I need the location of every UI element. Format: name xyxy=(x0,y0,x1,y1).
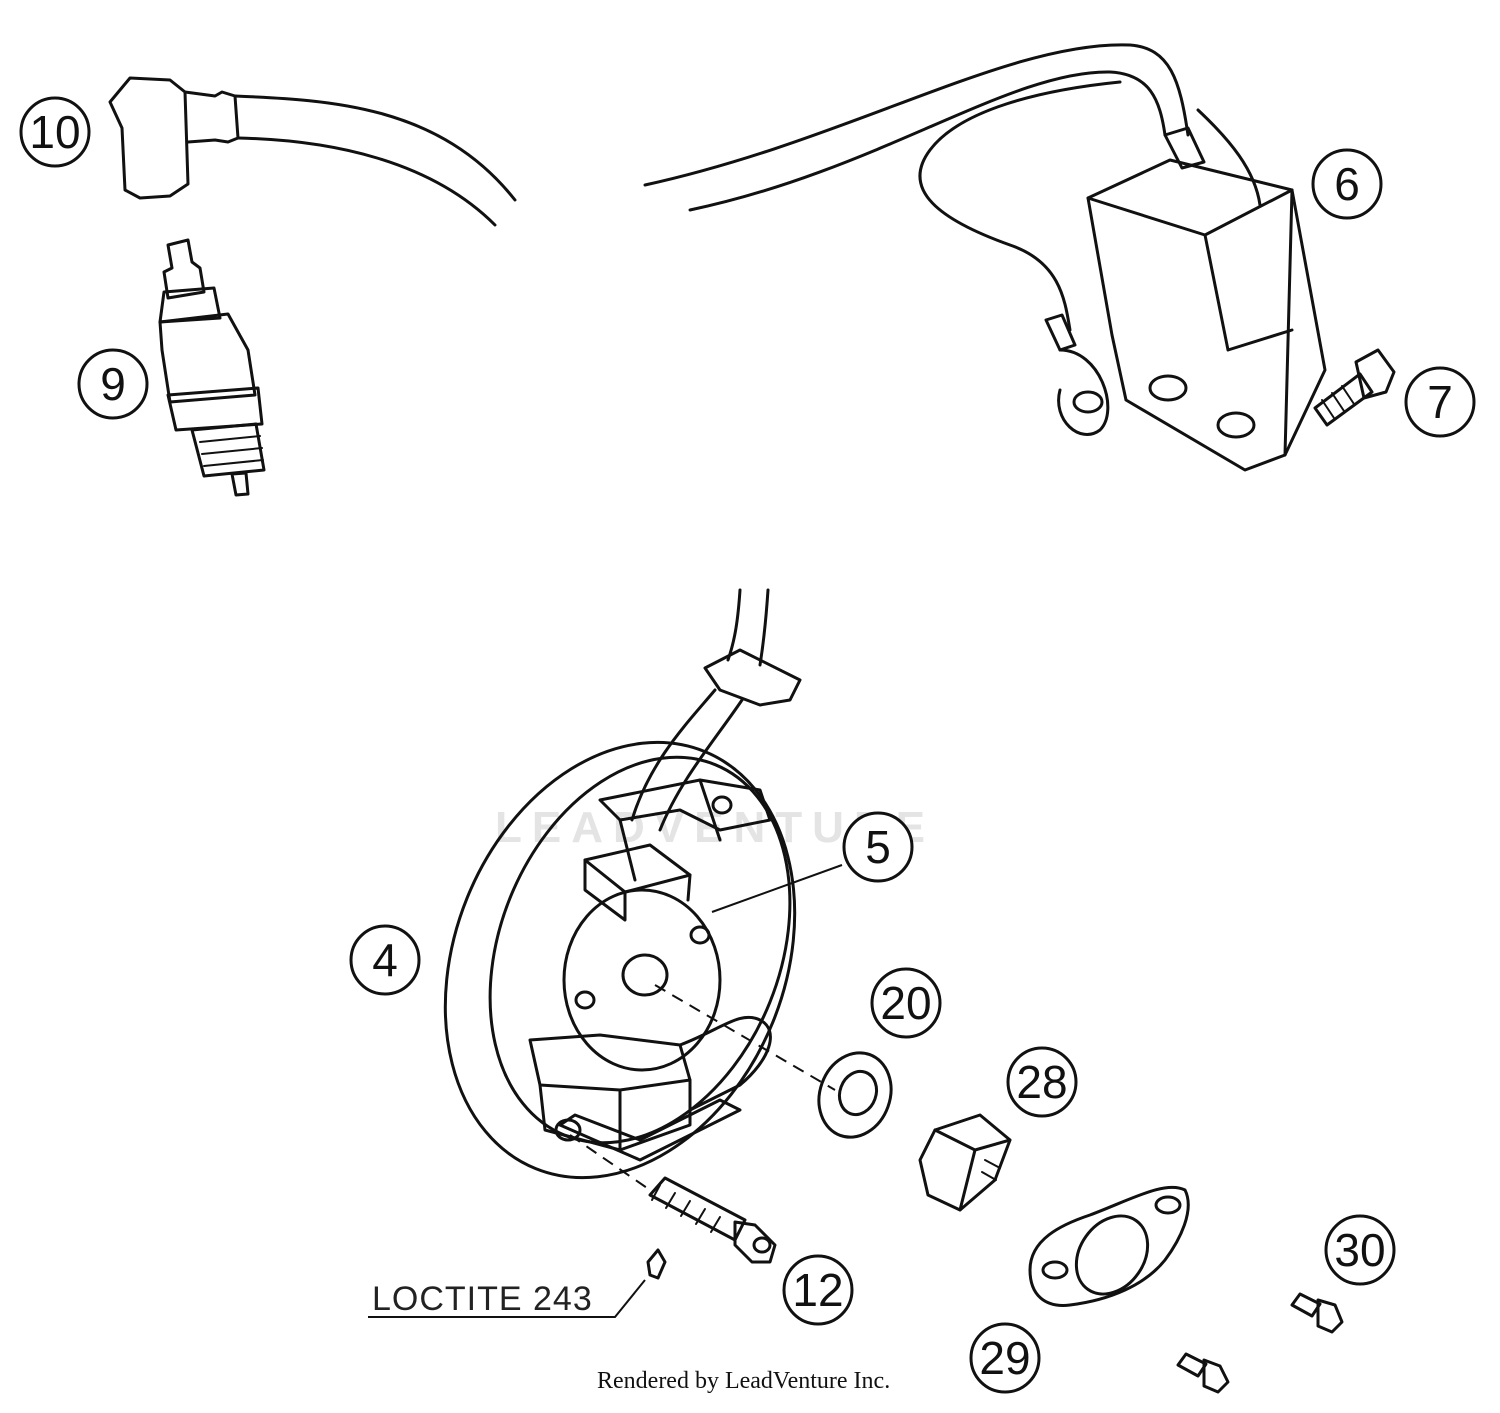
svg-text:4: 4 xyxy=(372,934,398,986)
svg-text:30: 30 xyxy=(1334,1224,1385,1276)
cover-screws xyxy=(1176,1292,1344,1394)
callout-12: 12 xyxy=(782,1254,854,1326)
callout-6: 6 xyxy=(1311,148,1383,220)
svg-text:6: 6 xyxy=(1334,158,1360,210)
spark-plug xyxy=(158,238,266,497)
pulse-generator xyxy=(528,588,802,1162)
callout-28: 28 xyxy=(1006,1046,1078,1118)
leader-lines xyxy=(368,864,843,1318)
spark-plug-cap xyxy=(108,76,517,227)
render-credit: Rendered by LeadVenture Inc. xyxy=(597,1368,890,1394)
svg-text:29: 29 xyxy=(979,1332,1030,1384)
callout-20: 20 xyxy=(870,967,942,1039)
callout-7: 7 xyxy=(1404,366,1476,438)
ignition-coil xyxy=(643,43,1327,472)
washer xyxy=(817,1051,893,1139)
woodruff-key xyxy=(918,1113,1012,1212)
callout-10: 10 xyxy=(19,96,91,168)
callout-29: 29 xyxy=(969,1322,1041,1394)
svg-text:20: 20 xyxy=(880,977,931,1029)
coil-mounting-screw xyxy=(1313,348,1396,427)
callout-4: 4 xyxy=(349,924,421,996)
svg-text:7: 7 xyxy=(1427,376,1453,428)
callout-9: 9 xyxy=(77,348,149,420)
stator-screw xyxy=(646,1176,777,1280)
cover-plate xyxy=(1028,1185,1190,1307)
loctite-note: LOCTITE 243 xyxy=(372,1280,593,1318)
svg-text:9: 9 xyxy=(100,358,126,410)
svg-text:12: 12 xyxy=(792,1264,843,1316)
svg-text:10: 10 xyxy=(29,106,80,158)
callout-5: 5 xyxy=(842,811,914,883)
svg-text:28: 28 xyxy=(1016,1056,1067,1108)
callout-30: 30 xyxy=(1324,1214,1396,1286)
svg-text:5: 5 xyxy=(865,821,891,873)
